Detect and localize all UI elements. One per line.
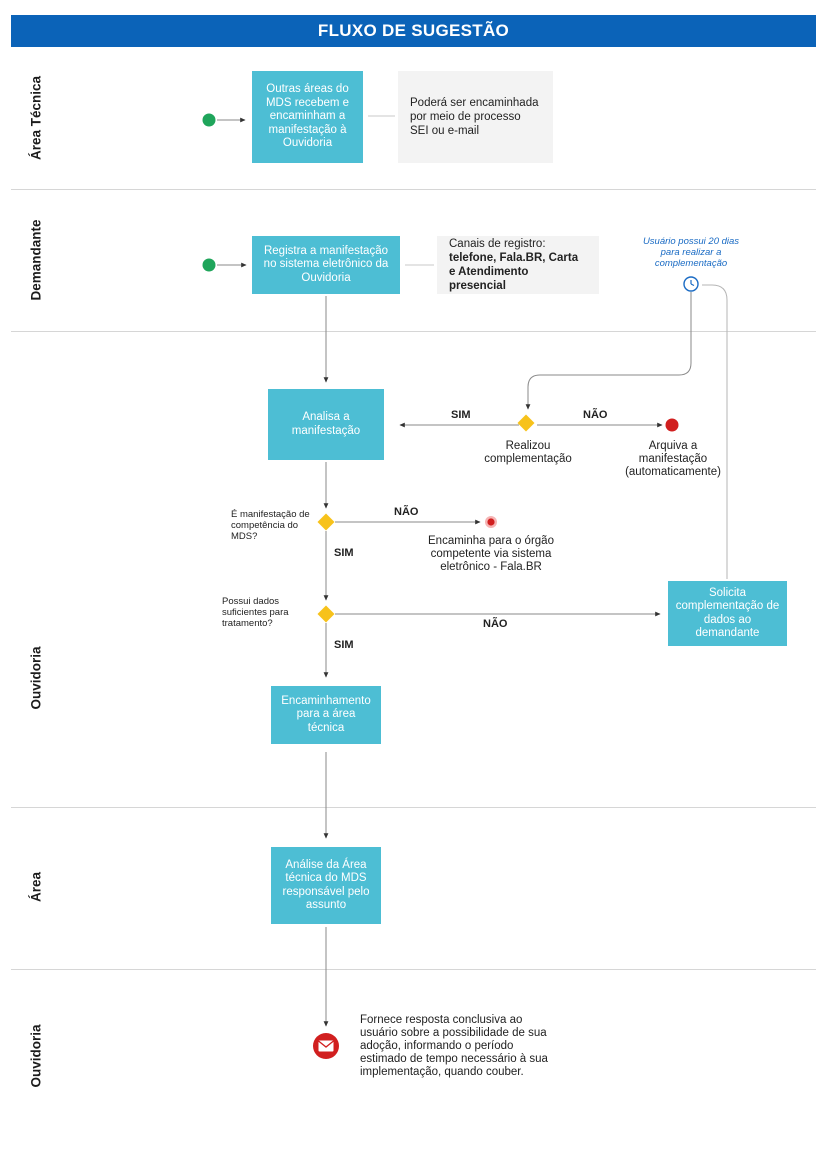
mail-icon [313,1033,339,1059]
box-encaminhamento: Encaminhamento para a área técnica [271,686,381,744]
note-canais-list: telefone, Fala.BR, Carta e Atendimento p… [449,252,579,292]
start-event [202,113,216,127]
arquiva-label: Arquiva a manifestação (automaticamente) [625,440,721,478]
encaminha-orgao-label: Encaminha para o órgão competente via si… [428,535,554,573]
start-event [202,258,216,272]
end-event [665,418,679,432]
decision-competencia [317,513,335,531]
box-analisa: Analisa a manifestação [268,389,384,460]
clock-icon [683,276,699,292]
decision-realizou [517,414,535,432]
note-sei: Poderá ser encaminhada por meio de proce… [398,71,553,163]
branch-nao: NÃO [583,409,608,421]
lane-divider [11,807,816,808]
branch-sim: SIM [451,409,471,421]
page-title: FLUXO DE SUGESTÃO [11,15,816,47]
branch-sim: SIM [334,547,354,559]
branch-nao: NÃO [394,506,419,518]
note-sei-text: Poderá ser encaminhada por meio de proce… [410,97,539,137]
box-outras-areas: Outras áreas do MDS recebem e encaminham… [252,71,363,163]
realizou-label: Realizou complementação [484,440,572,465]
box-solicita: Solicita complementação de dados ao dema… [668,581,787,646]
decision-possui-dados [317,605,335,623]
competencia-question: É manifestação de competência do MDS? [231,509,310,542]
lane-divider [11,331,816,332]
box-analise-area: Análise da Área técnica do MDS responsáv… [271,847,381,924]
branch-sim: SIM [334,639,354,651]
timer-note: Usuário possui 20 dias para realizar a c… [642,236,740,269]
note-canais: Canais de registro: telefone, Fala.BR, C… [437,236,599,294]
lane-divider [11,969,816,970]
note-canais-title: Canais de registro: [449,238,546,250]
lane-divider [11,189,816,190]
end-event [487,518,495,526]
box-registra: Registra a manifestação no sistema eletr… [252,236,400,294]
possui-dados-question: Possui dados suficientes para tratamento… [222,596,289,629]
fornece-resposta-text: Fornece resposta conclusiva ao usuário s… [360,1014,548,1078]
branch-nao: NÃO [483,618,508,630]
